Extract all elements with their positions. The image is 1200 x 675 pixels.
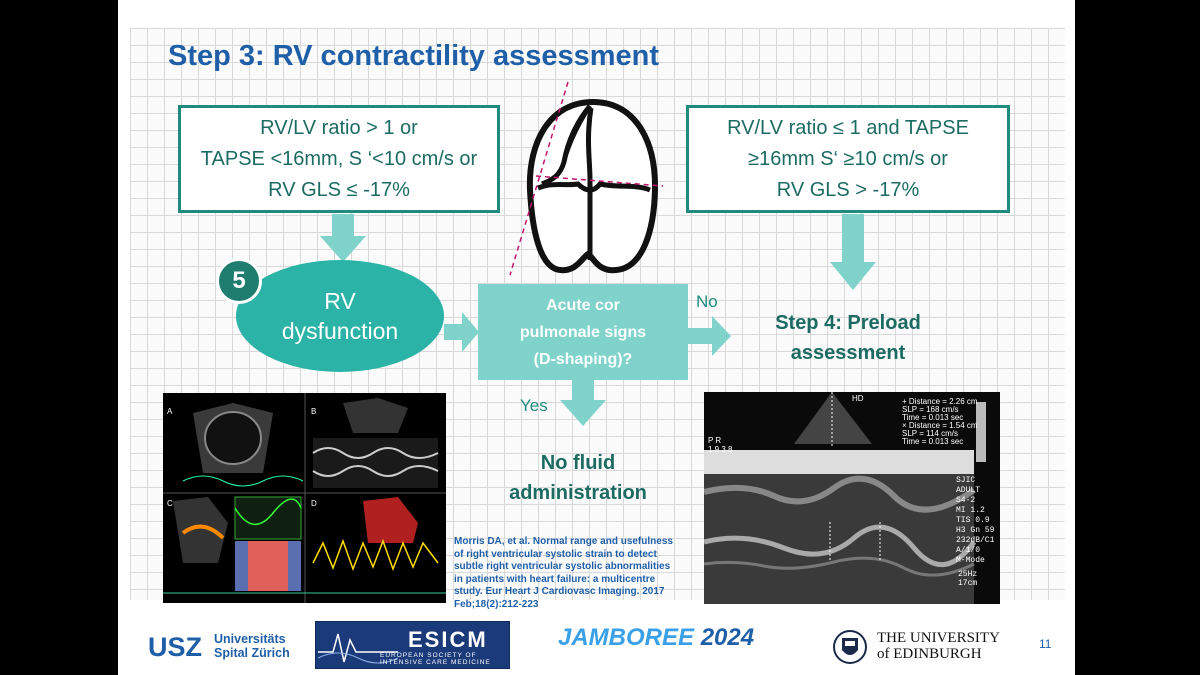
criteria-line: RV GLS ≤ -17% — [268, 178, 410, 201]
echo-mmode-tapse-image: HD + Distance = 2.26 cm SLP = 168 cm/s T… — [704, 392, 1000, 604]
down-arrow-right — [830, 214, 876, 290]
node-text-line: administration — [509, 482, 647, 504]
acute-cor-pulmonale-node: Acute cor pulmonale signs (D-shaping)? — [478, 284, 688, 380]
readout-line: 1.9 3.8 — [708, 445, 733, 454]
criteria-line: RV GLS > -17% — [776, 178, 920, 201]
right-arrow-to-cor — [444, 312, 479, 352]
right-arrow-no — [688, 316, 731, 356]
no-fluid-node: No fluid administration — [488, 448, 668, 508]
usz-line: Spital Zürich — [214, 646, 290, 660]
esicm-name: ESICM — [408, 627, 488, 652]
jamboree-logo: JAMBOREE 2024 — [558, 624, 754, 652]
readout-line: SJIC ADULT — [956, 476, 981, 495]
readout-line: SLP = 114 cm/s — [902, 429, 958, 438]
readout-line: S4-2 — [956, 496, 976, 505]
node-text-line: RV — [324, 288, 356, 314]
page-number: 11 — [1039, 637, 1052, 651]
edinburgh-crest-icon — [833, 630, 867, 664]
criteria-line: TAPSE <16mm, S ‘<10 cm/s or — [200, 147, 478, 170]
readout-line: TIS 0.9 — [956, 516, 990, 525]
panel-label-a: A — [167, 407, 173, 416]
readout-line: × Distance = 1.54 cm — [902, 421, 978, 430]
rv-dysfunction-criteria-box: RV/LV ratio > 1 or TAPSE <16mm, S ‘<10 c… — [178, 105, 500, 213]
pr-readout: P R 1.9 3.8 — [708, 436, 732, 454]
down-arrow-yes — [560, 380, 606, 426]
echo-panels-graphic — [163, 393, 446, 603]
measurement-readout: + Distance = 2.26 cm SLP = 168 cm/s Time… — [902, 398, 978, 446]
echo-strain-image: A B C D — [163, 393, 446, 603]
esicm-sub-line: INTENSIVE CARE MEDICINE — [380, 659, 491, 666]
panel-label-d: D — [311, 499, 317, 508]
reference-citation: Morris DA, et al. Normal range and usefu… — [454, 536, 673, 610]
esicm-subtitle: EUROPEAN SOCIETY OF INTENSIVE CARE MEDIC… — [380, 652, 491, 666]
node-text-line: assessment — [790, 342, 906, 364]
node-text-line: dysfunction — [281, 318, 399, 344]
settings-readout: SJIC ADULT S4-2 MI 1.2 TIS 0.9 H3 Gn 59 … — [956, 476, 1000, 566]
edinburgh-text: THE UNIVERSITY of EDINBURGH — [877, 630, 1000, 662]
jamboree-year: 2024 — [700, 624, 755, 651]
criteria-line: RV/LV ratio > 1 or — [260, 116, 418, 139]
criteria-line: RV/LV ratio ≤ 1 and TAPSE — [727, 116, 969, 139]
usz-logo: USZ Universitäts Spital Zürich — [148, 632, 290, 663]
heart-d-shaping-illustration — [509, 81, 664, 276]
frame-rate-readout: 25Hz 17cm — [958, 570, 978, 588]
down-arrow-left — [320, 214, 366, 262]
node-text-line: (D-shaping)? — [533, 350, 633, 368]
esicm-logo: ESICM EUROPEAN SOCIETY OF INTENSIVE CARE… — [315, 621, 510, 669]
no-edge-label: No — [696, 292, 718, 311]
step-number-badge: 5 — [216, 258, 262, 304]
readout-line: SLP = 168 cm/s — [902, 405, 959, 414]
node-text-line: Step 4: Preload — [775, 312, 921, 334]
readout-line: MI 1.2 — [956, 506, 985, 515]
node-text-line: No fluid — [540, 452, 616, 474]
panel-label-b: B — [311, 407, 317, 416]
preload-assessment-node: Step 4: Preload assessment — [758, 308, 938, 368]
mmode-graphic — [704, 392, 1000, 604]
readout-line: Time = 0.013 sec — [902, 413, 964, 422]
panel-label-c: C — [167, 499, 173, 508]
usz-text: Universitäts Spital Zürich — [214, 632, 290, 660]
slide-title: Step 3: RV contractility assessment — [168, 40, 660, 72]
normal-rv-criteria-box: RV/LV ratio ≤ 1 and TAPSE ≥16mm S‘ ≥10 c… — [686, 105, 1010, 213]
readout-line: 232dB/C1 — [956, 536, 995, 545]
jamboree-word: JAMBOREE — [558, 624, 695, 651]
usz-mark: USZ — [148, 632, 202, 662]
readout-line: + Distance = 2.26 cm — [902, 397, 978, 406]
node-text-line: Acute cor — [546, 296, 620, 314]
readout-line: A/1/0 — [956, 546, 981, 555]
readout-line: M-Mode — [956, 556, 985, 565]
criteria-line: ≥16mm S‘ ≥10 cm/s or — [748, 147, 948, 170]
readout-line: Time = 0.013 sec — [902, 437, 964, 446]
hd-label: HD — [852, 394, 864, 403]
node-text-line: pulmonale signs — [519, 323, 647, 341]
edinburgh-line: THE UNIVERSITY — [877, 630, 1000, 646]
esicm-sub-line: EUROPEAN SOCIETY OF — [380, 652, 477, 659]
readout-line: P R — [708, 436, 722, 445]
usz-line: Universitäts — [214, 632, 286, 646]
yes-edge-label: Yes — [520, 396, 548, 415]
slide: Step 3: RV contractility assessment RV/L… — [118, 0, 1075, 675]
esicm-wave-graphic — [318, 633, 398, 664]
edinburgh-line: of EDINBURGH — [877, 646, 982, 662]
rv-dysfunction-node: RV dysfunction — [236, 260, 444, 372]
readout-line: H3 Gn 59 — [956, 526, 995, 535]
